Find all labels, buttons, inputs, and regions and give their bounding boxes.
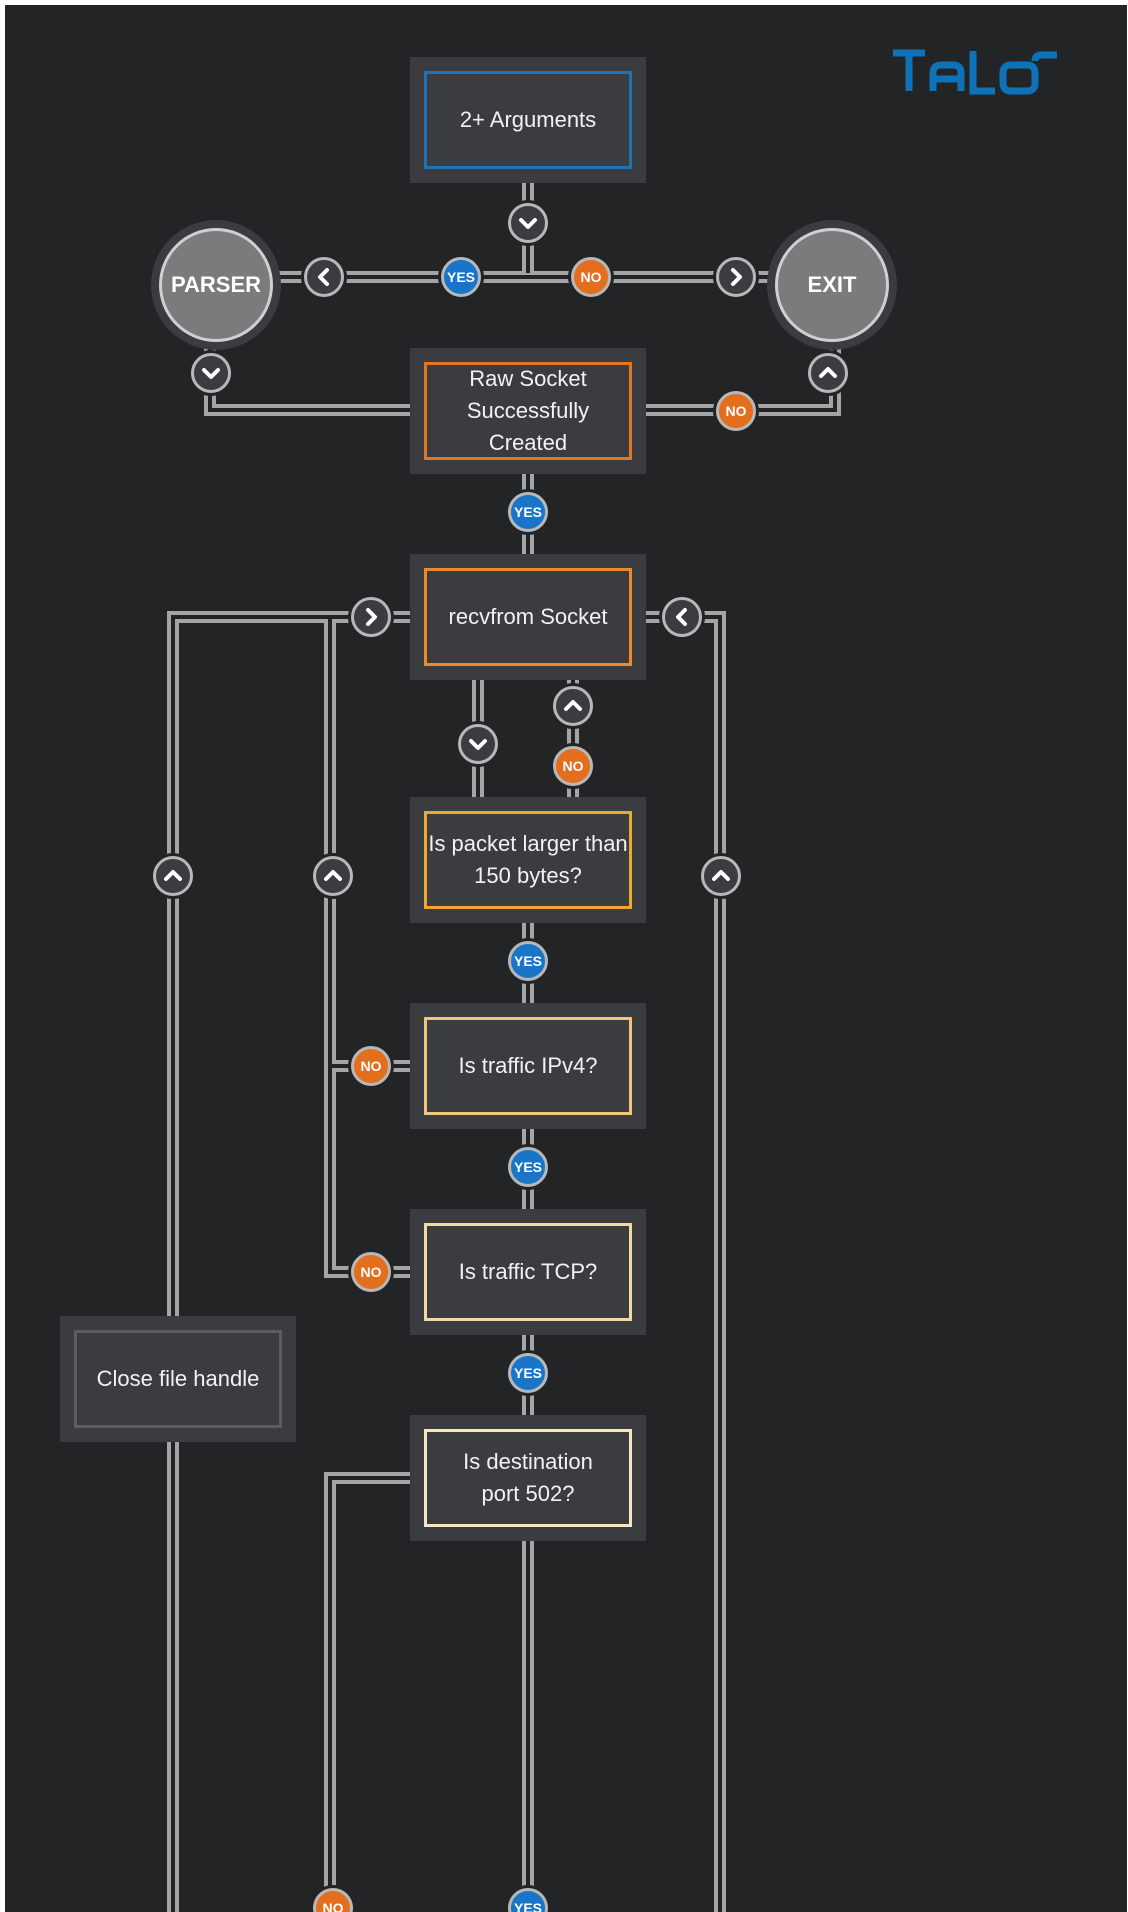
no-node-ipv4: NO — [348, 1043, 394, 1089]
no-node-tcp: NO — [348, 1249, 394, 1295]
args-box: 2+ Arguments — [410, 57, 646, 183]
tcp-text: Is traffic TCP? — [458, 1259, 598, 1284]
no-node-args: NO — [568, 254, 614, 300]
chevron-down-icon — [519, 218, 537, 229]
up-arrow-left-outer — [150, 853, 196, 899]
down-arrow-recvfrom — [455, 721, 501, 767]
yes-node-args: YES — [438, 254, 484, 300]
up-arrow-exit — [805, 350, 851, 396]
chevron-left-icon — [676, 608, 687, 626]
down-arrow-args — [505, 200, 551, 246]
chevron-up-icon — [164, 870, 182, 881]
dest-port-text: Is destination port 502? — [463, 1449, 593, 1506]
no-node-packet-size: NO — [550, 743, 596, 789]
connector-line — [324, 1472, 410, 1912]
exit-node: EXIT — [767, 220, 897, 350]
yes-node-packet-size: YES — [505, 938, 551, 984]
flowchart-canvas: PARSER EXIT 2+ Arguments Raw Socket Succ… — [5, 5, 1127, 1912]
close-file-text: Close file handle — [96, 1366, 260, 1391]
left-arrow-parser — [301, 254, 347, 300]
no-node-dest-port: NO — [310, 1885, 356, 1912]
chevron-right-icon — [366, 608, 377, 626]
right-arrow-exit — [713, 254, 759, 300]
recvfrom-box: recvfrom Socket — [410, 554, 646, 680]
recvfrom-text: recvfrom Socket — [448, 604, 608, 629]
raw-socket-box: Raw Socket Successfully Created — [410, 348, 646, 474]
connector-line — [646, 611, 726, 1912]
left-arrow-recvfrom — [659, 594, 705, 640]
raw-socket-text: Raw Socket Successfully Created — [466, 366, 590, 455]
connector-line — [171, 615, 410, 1316]
connector-line — [204, 335, 410, 416]
tcp-box: Is traffic TCP? — [410, 1209, 646, 1335]
chevron-up-icon — [819, 367, 837, 378]
chevron-left-icon — [318, 268, 329, 286]
ipv4-text: Is traffic IPv4? — [458, 1053, 598, 1078]
parser-label: PARSER — [170, 272, 262, 297]
down-arrow-parser — [188, 350, 234, 396]
dest-port-box: Is destination port 502? — [410, 1415, 646, 1541]
chevron-down-icon — [202, 368, 220, 379]
args-text: 2+ Arguments — [459, 107, 597, 132]
yes-node-raw-socket: YES — [505, 489, 551, 535]
connector-line — [324, 617, 410, 1278]
exit-label: EXIT — [807, 272, 857, 297]
chevron-up-icon — [564, 700, 582, 711]
connector-line — [208, 335, 410, 412]
talos-logo — [891, 47, 1091, 107]
no-node-raw-socket: NO — [713, 388, 759, 434]
connector-line — [328, 1476, 410, 1912]
connector-line — [167, 611, 410, 1316]
chevron-down-icon — [469, 739, 487, 750]
yes-node-dest-port: YES — [505, 1885, 551, 1912]
packet-size-text: Is packet larger than 150 bytes? — [428, 831, 628, 888]
close-file-box: Close file handle — [60, 1316, 296, 1442]
up-arrow-left-inner — [310, 853, 356, 899]
up-arrow-right — [698, 853, 744, 899]
packet-size-box: Is packet larger than 150 bytes? — [410, 797, 646, 923]
right-arrow-recvfrom — [348, 594, 394, 640]
chevron-up-icon — [324, 870, 342, 881]
up-arrow-recvfrom — [550, 683, 596, 729]
parser-node: PARSER — [151, 220, 281, 350]
yes-node-tcp: YES — [505, 1350, 551, 1396]
connector-line — [646, 615, 722, 1912]
yes-node-ipv4: YES — [505, 1144, 551, 1190]
chevron-right-icon — [731, 268, 742, 286]
ipv4-box: Is traffic IPv4? — [410, 1003, 646, 1129]
chevron-up-icon — [712, 870, 730, 881]
connector-line — [328, 617, 410, 1274]
